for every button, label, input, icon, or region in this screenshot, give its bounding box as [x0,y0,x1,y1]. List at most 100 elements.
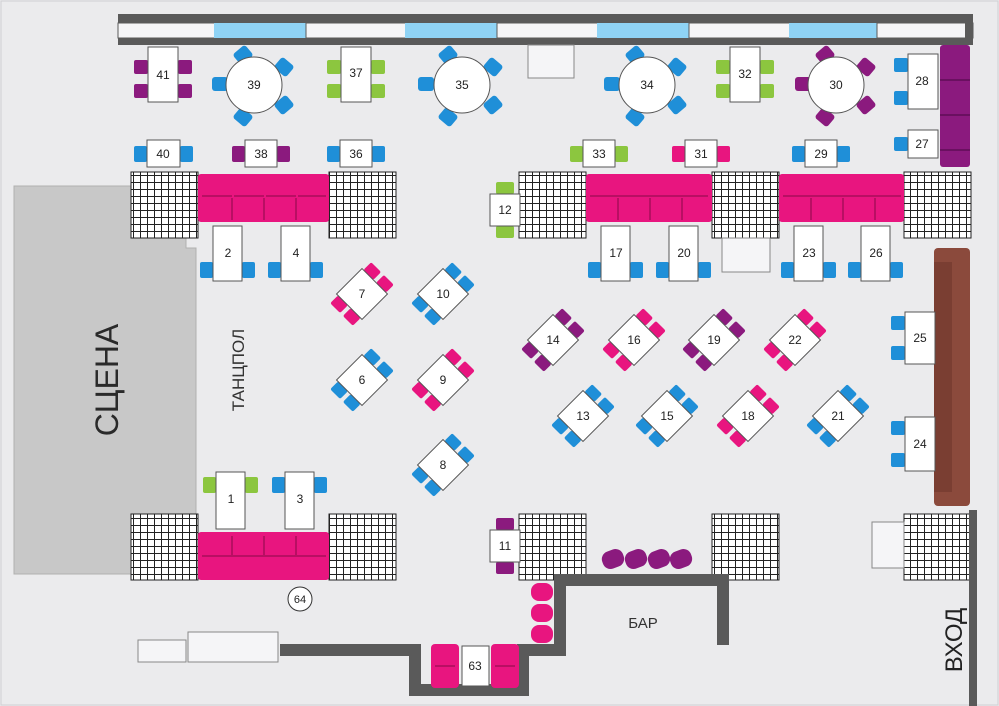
table-12[interactable]: 12 [489,182,521,238]
table-number: 16 [627,333,641,347]
table-number: 35 [455,78,469,92]
table-7[interactable]: 7 [329,261,395,327]
table-15[interactable]: 15 [634,383,700,449]
sofa-brown[interactable] [934,248,970,506]
table-29[interactable]: 29 [792,139,850,168]
bar-walls [280,574,729,696]
table-number: 1 [228,492,235,506]
table-37[interactable]: 37 [327,46,385,103]
table-64[interactable]: 64 [287,586,313,612]
table-17[interactable]: 17 [588,225,643,282]
table-number: 15 [660,409,674,423]
table-21[interactable]: 21 [805,383,871,449]
bar-stool[interactable] [531,604,553,622]
pillar [903,171,972,239]
table-number: 12 [498,203,512,217]
table-18[interactable]: 18 [715,383,781,449]
stage-label: СЦЕНА [89,323,125,436]
table-number: 18 [741,409,755,423]
table-34[interactable]: 34 [604,44,688,127]
pillar [518,171,587,239]
table-36[interactable]: 36 [327,139,385,168]
table-19[interactable]: 19 [681,307,747,373]
table-number: 10 [436,287,450,301]
table-number: 30 [829,78,843,92]
table-number: 63 [468,659,482,673]
sofas [198,45,970,580]
table-40[interactable]: 40 [134,139,193,168]
sofa-pink[interactable] [586,174,712,222]
bar-stool[interactable] [668,547,695,571]
pillar [903,513,972,581]
pillars [130,171,972,581]
table-number: 7 [359,287,366,301]
table-24[interactable]: 24 [891,416,936,472]
table-6[interactable]: 6 [329,347,395,413]
table-number: 26 [869,246,883,260]
table-10[interactable]: 10 [410,261,476,327]
table-number: 4 [293,246,300,260]
table-4[interactable]: 4 [268,225,323,282]
table-number: 38 [254,147,268,161]
top-wall [117,14,974,45]
table-39[interactable]: 39 [212,44,295,127]
table-26[interactable]: 26 [848,225,903,282]
table-2[interactable]: 2 [200,225,255,282]
window [789,23,877,38]
table-16[interactable]: 16 [601,307,667,373]
table-25[interactable]: 25 [891,311,936,365]
bar-stool[interactable] [531,625,553,643]
table-number: 6 [359,373,366,387]
bar-stool[interactable] [646,547,673,571]
table-number: 34 [640,78,654,92]
table-number: 32 [738,67,752,81]
table-30[interactable]: 30 [795,44,877,127]
table-number: 36 [349,147,363,161]
table-22[interactable]: 22 [762,307,828,373]
table-63[interactable]: 63 [431,644,519,688]
table-number: 14 [546,333,560,347]
table-41[interactable]: 41 [134,46,192,103]
table-33[interactable]: 33 [570,139,628,168]
table-35[interactable]: 35 [418,44,504,127]
table-number: 37 [349,66,363,80]
bar-stool[interactable] [531,583,553,601]
sofa-purple[interactable] [940,45,970,167]
table-number: 3 [297,492,304,506]
table-14[interactable]: 14 [520,307,586,373]
table-28[interactable]: 28 [894,53,939,110]
table-38[interactable]: 38 [232,139,290,168]
table-9[interactable]: 9 [410,347,476,413]
table-31[interactable]: 31 [672,139,730,168]
pillar [518,513,587,581]
window [405,23,497,38]
bar-stools [531,547,695,643]
table-number: 22 [788,333,802,347]
table-number: 25 [913,331,927,345]
table-1[interactable]: 1 [203,471,258,530]
table-number: 28 [915,74,929,88]
bar-stool[interactable] [600,547,627,571]
table-13[interactable]: 13 [550,383,616,449]
table-number: 27 [915,137,929,151]
table-20[interactable]: 20 [656,225,711,282]
right-wall [969,510,977,706]
table-8[interactable]: 8 [410,432,476,498]
table-number: 64 [294,594,306,606]
table-number: 9 [440,373,447,387]
pillar [328,171,397,239]
window [597,23,689,38]
sofa-pink[interactable] [198,174,329,222]
table-number: 20 [677,246,691,260]
bar-stool[interactable] [623,547,650,571]
sofa-pink[interactable] [198,532,329,580]
table-23[interactable]: 23 [781,225,836,282]
bar-label: БАР [628,615,658,632]
table-27[interactable]: 27 [894,129,939,159]
table-32[interactable]: 32 [716,46,774,103]
table-3[interactable]: 3 [272,471,327,530]
service-furniture [137,44,905,663]
sofa-pink[interactable] [779,174,904,222]
table-11[interactable]: 11 [489,518,521,574]
table-number: 39 [247,78,261,92]
